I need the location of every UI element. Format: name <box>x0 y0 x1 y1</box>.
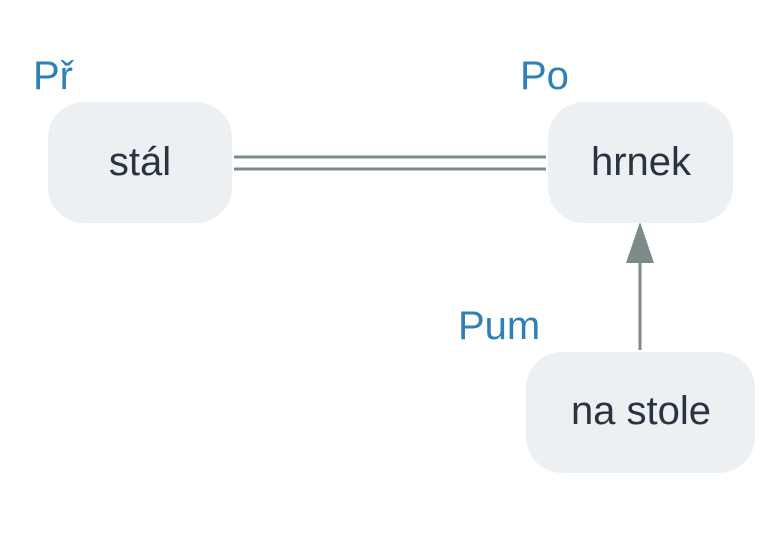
node-hrnek: hrnek Po <box>520 54 733 223</box>
role-label: Pum <box>458 304 540 348</box>
node-box <box>526 352 755 473</box>
dependency-arrow <box>626 222 654 350</box>
node-box <box>48 102 232 223</box>
node-label: na stole <box>571 389 711 433</box>
node-label: stál <box>109 140 171 184</box>
node-box <box>548 102 733 223</box>
role-label: Př <box>33 54 75 98</box>
node-label: hrnek <box>591 140 692 184</box>
node-na-stole: na stole Pum <box>458 304 755 473</box>
predication-double-line <box>234 155 546 171</box>
role-label: Po <box>520 54 569 98</box>
node-stal: stál Př <box>33 54 232 223</box>
